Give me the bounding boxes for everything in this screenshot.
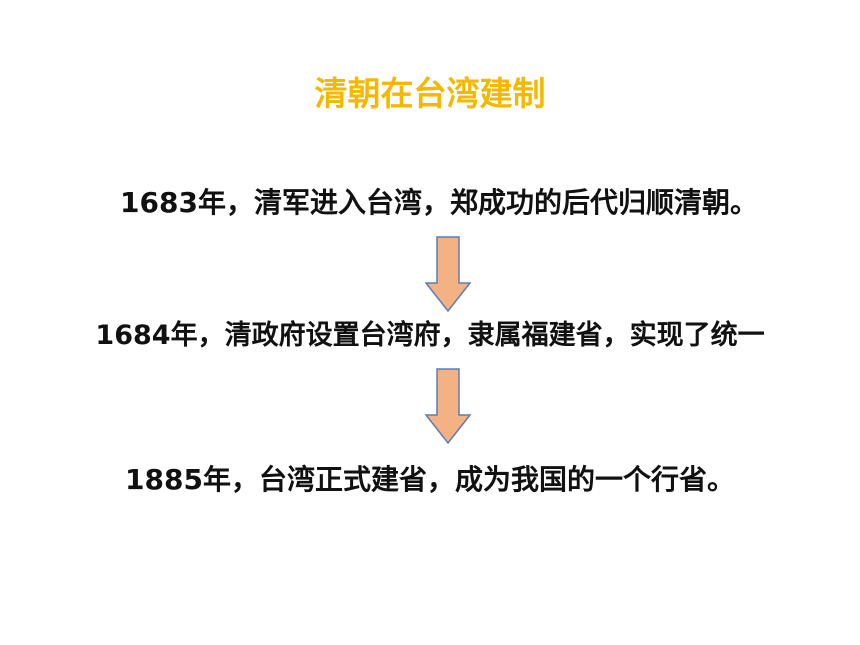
timeline-step-1684: 1684年，清政府设置台湾府，隶属福建省，实现了统一 [95, 320, 765, 351]
slide-title: 清朝在台湾建制 [314, 74, 546, 113]
arrow-down-icon [425, 236, 471, 312]
arrow-down-icon [425, 368, 471, 444]
timeline-step-1885: 1885年，台湾正式建省，成为我国的一个行省。 [125, 463, 735, 496]
timeline-step-1683: 1683年，清军进入台湾，郑成功的后代归顺清朝。 [120, 186, 758, 219]
